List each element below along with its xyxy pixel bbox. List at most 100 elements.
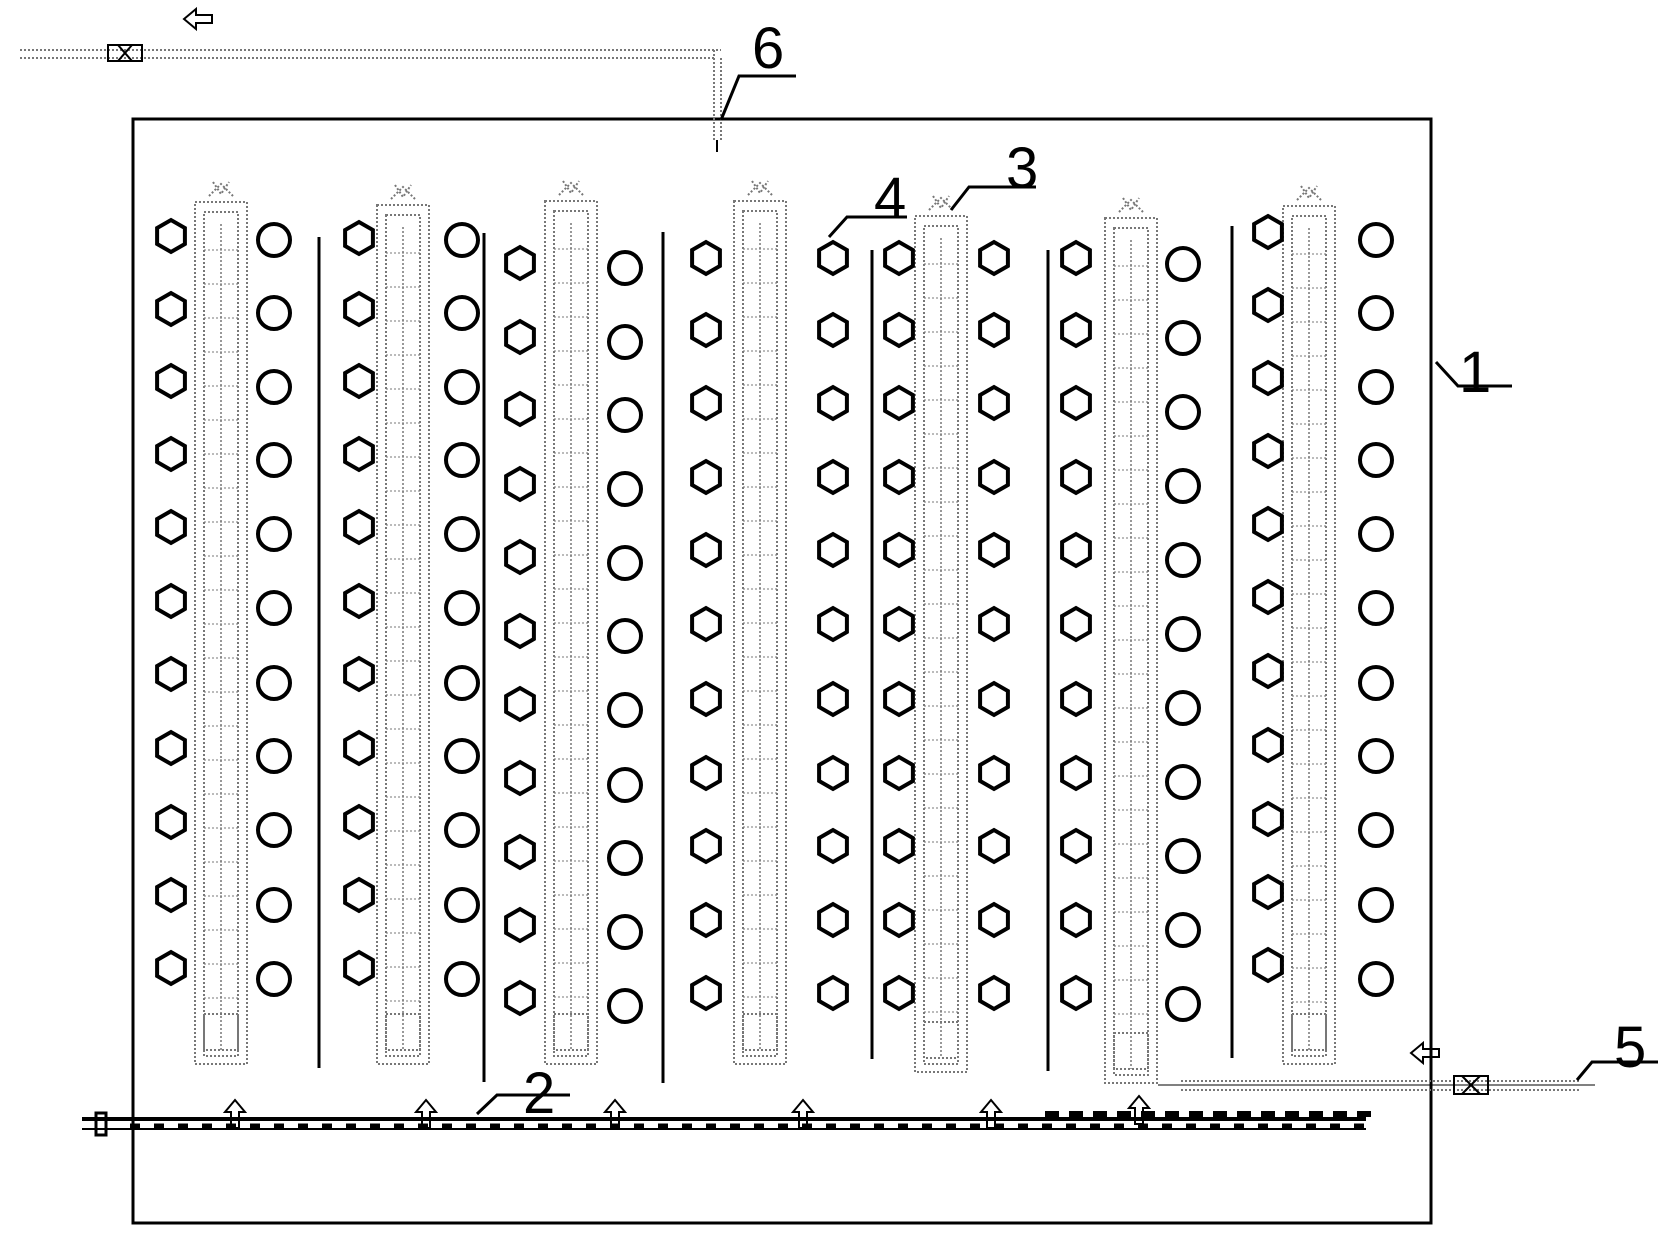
- media-hex-icon: [883, 827, 915, 865]
- media-ring-icon: [444, 887, 480, 923]
- flow-arrows: [224, 1095, 1150, 1129]
- filter-column-inner: [742, 210, 778, 1057]
- media-hex-icon: [817, 974, 849, 1012]
- tank-outline: [131, 117, 1433, 1225]
- media-hex-icon: [690, 458, 722, 496]
- column-base: [385, 1013, 421, 1051]
- column-top-spray-inner: [208, 182, 234, 197]
- media-hex-icon: [817, 827, 849, 865]
- filter-column-inner: [203, 211, 239, 1057]
- filter-column-outer: [733, 200, 787, 1065]
- filter-column-outer: [544, 200, 598, 1065]
- media-hex-icon: [883, 605, 915, 643]
- media-hex-icon: [155, 876, 187, 914]
- media-hex-icon: [1252, 652, 1284, 690]
- media-hex-icon: [343, 508, 375, 546]
- media-ring-icon: [1165, 246, 1201, 282]
- media-hex-icon: [1060, 754, 1092, 792]
- baffle-lines: [317, 226, 1234, 1083]
- media-hex-icon: [1252, 946, 1284, 984]
- media-hex-icon: [690, 827, 722, 865]
- media-hex-icon: [1252, 578, 1284, 616]
- media-hex-icon: [1252, 505, 1284, 543]
- column-base: [742, 1013, 778, 1051]
- media-hex-icon: [504, 979, 536, 1017]
- column-base: [923, 1021, 959, 1059]
- left-arrow-icon: [183, 8, 213, 30]
- media-hex-icon: [1252, 800, 1284, 838]
- inlet-pipe-5: [1158, 1042, 1595, 1095]
- label-2: 2: [523, 1061, 555, 1126]
- filter-column-outer: [914, 215, 968, 1073]
- filter-column-inner: [923, 225, 959, 1065]
- media-hex-icon: [155, 949, 187, 987]
- media-ring-icon: [256, 442, 292, 478]
- media-ring-icon: [1165, 468, 1201, 504]
- column-base: [1113, 1032, 1149, 1070]
- media-hex-icon: [343, 949, 375, 987]
- media-hex-icon: [504, 759, 536, 797]
- media-ring-icon: [256, 961, 292, 997]
- column-top-spray-inner: [390, 185, 416, 200]
- column-base: [203, 1013, 239, 1051]
- media-hex-icon: [817, 754, 849, 792]
- column-top-spray: [751, 180, 769, 195]
- media-hex-icon: [690, 239, 722, 277]
- filter-column-outer: [376, 204, 430, 1065]
- media-hex-icon: [1252, 286, 1284, 324]
- media-hex-icon: [817, 531, 849, 569]
- filter-column-inner: [385, 214, 421, 1057]
- media-hex-icon: [504, 538, 536, 576]
- column-top-spray: [394, 184, 412, 199]
- media-hex-icon: [978, 827, 1010, 865]
- media-ring-icon: [1358, 738, 1394, 774]
- media-hex-icon: [504, 685, 536, 723]
- media-hex-icon: [504, 906, 536, 944]
- valve-icon: [1453, 1075, 1489, 1095]
- media-hex-icon: [883, 311, 915, 349]
- media-ring-icon: [256, 516, 292, 552]
- media-hex-icon: [978, 531, 1010, 569]
- media-hex-icon: [1060, 458, 1092, 496]
- media-ring-icon: [607, 250, 643, 286]
- media-hex-icon: [690, 754, 722, 792]
- tank-structure: [131, 117, 1433, 1225]
- column-top-spray-inner: [558, 181, 584, 196]
- media-ring-icon: [256, 369, 292, 405]
- callout-line-3: [949, 185, 1036, 211]
- media-ring-icon: [607, 692, 643, 728]
- media-hex-icon: [155, 582, 187, 620]
- media-ring-icon: [1165, 542, 1201, 578]
- media-hex-icon: [1060, 901, 1092, 939]
- media-ring-icon: [256, 738, 292, 774]
- media-ring-icon: [444, 369, 480, 405]
- media-hex-icon: [504, 390, 536, 428]
- column-base: [553, 1013, 589, 1051]
- media-ring-icon: [1165, 912, 1201, 948]
- media-ring-icon: [1358, 222, 1394, 258]
- label-6: 6: [752, 16, 784, 81]
- media-hex-icon: [817, 311, 849, 349]
- media-ring-icon: [1165, 764, 1201, 800]
- valve-cross-b: [1461, 1075, 1481, 1095]
- media-hex-icon: [817, 384, 849, 422]
- valve-icon: [107, 44, 143, 62]
- column-top-spray-inner: [747, 181, 773, 196]
- media-ring-icon: [256, 590, 292, 626]
- media-ring-icon: [256, 222, 292, 258]
- media-hex-icon: [1060, 384, 1092, 422]
- media-hex-icon: [343, 582, 375, 620]
- media-hex-icon: [343, 435, 375, 473]
- media-ring-icon: [1358, 665, 1394, 701]
- column-base: [1291, 1013, 1327, 1051]
- media-hex-icon: [978, 901, 1010, 939]
- media-hex-icon: [690, 311, 722, 349]
- media-hex-icon: [1060, 531, 1092, 569]
- column-top-spray: [932, 195, 950, 210]
- label-callouts: [475, 74, 1658, 1116]
- media-ring-icon: [1165, 616, 1201, 652]
- media-hex-icon: [978, 384, 1010, 422]
- media-hex-icon: [155, 803, 187, 841]
- media-hex-icon: [978, 754, 1010, 792]
